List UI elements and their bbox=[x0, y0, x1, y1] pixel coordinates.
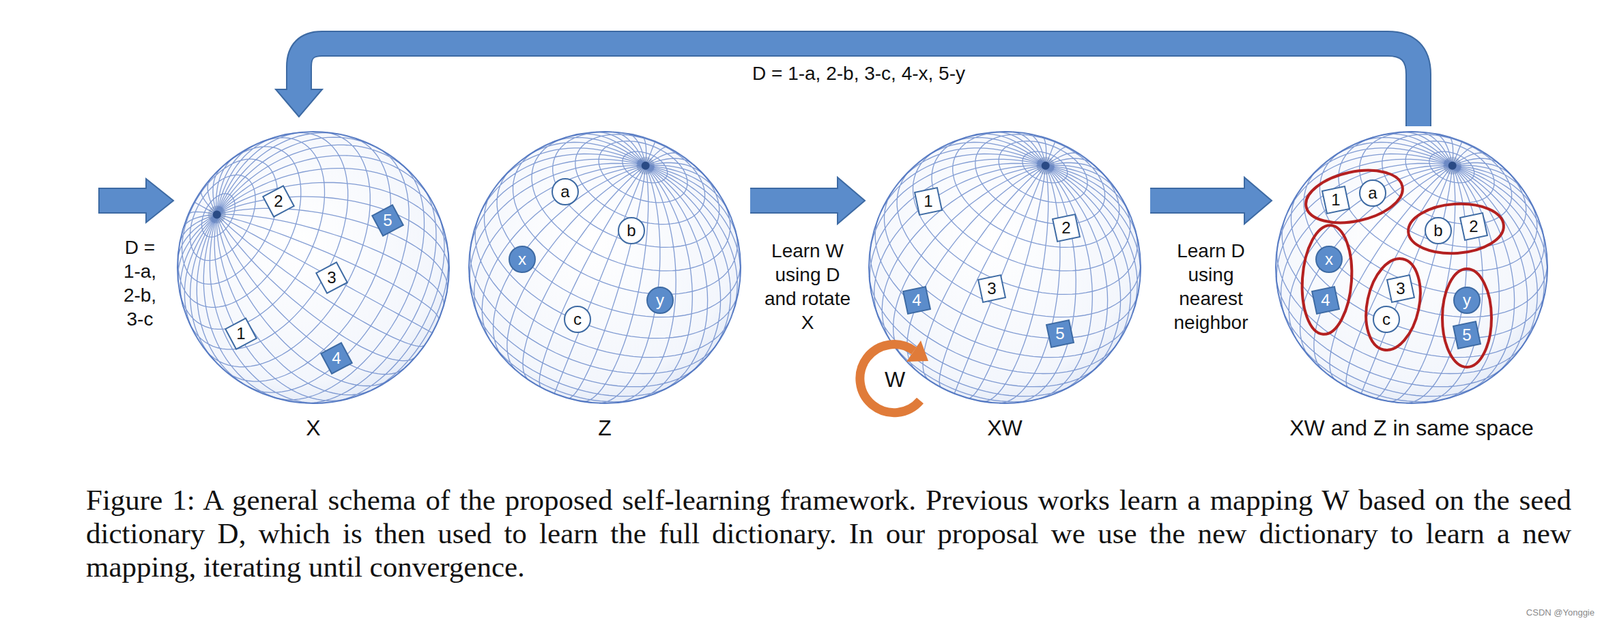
word-circle: c bbox=[1372, 305, 1400, 334]
globe bbox=[868, 131, 1141, 404]
edge-label-wrap: Learn W using D and rotate X bbox=[763, 238, 852, 335]
globe bbox=[1275, 131, 1548, 404]
marker-text: 4 bbox=[911, 290, 921, 310]
word-square: 2 bbox=[1460, 212, 1488, 241]
block-arrow bbox=[98, 178, 174, 223]
edge-label-wrap: Learn D using nearest neighbor bbox=[1167, 238, 1255, 335]
edge-label: D = 1-a, 2-b, 3-c, 4-x, 5-y bbox=[752, 62, 966, 84]
sphere-label: Z bbox=[597, 415, 612, 441]
mapping-symbol: W bbox=[884, 367, 906, 392]
marker-text: a bbox=[1367, 183, 1377, 203]
word-square: 3 bbox=[978, 275, 1006, 303]
marker-text: 1 bbox=[923, 191, 933, 211]
word-circle: y bbox=[646, 286, 674, 314]
word-circle: b bbox=[617, 217, 646, 245]
marker-text: 1 bbox=[1331, 190, 1340, 210]
marker-text: y bbox=[1462, 290, 1471, 310]
word-square: 1 bbox=[1322, 186, 1350, 214]
block-arrow bbox=[750, 177, 865, 224]
marker-text: 2 bbox=[273, 191, 283, 211]
word-circle: x bbox=[508, 245, 536, 274]
marker-text: 3 bbox=[326, 268, 336, 288]
sphere-node: Za b c x y bbox=[468, 131, 741, 448]
marker-text: a bbox=[560, 182, 570, 202]
marker-text: b bbox=[1433, 221, 1443, 241]
marker-text: 1 bbox=[236, 324, 246, 344]
marker-text: 5 bbox=[1462, 325, 1471, 345]
sphere-label: XW bbox=[987, 415, 1023, 441]
word-square: 1 bbox=[914, 187, 942, 216]
sphere-label: XW and Z in same space bbox=[1289, 415, 1534, 441]
word-square: 5 bbox=[1453, 321, 1481, 349]
marker-text: x bbox=[1324, 249, 1334, 269]
word-square: 4 bbox=[322, 344, 351, 373]
marker-text: b bbox=[626, 221, 636, 241]
sphere-label-wrap: XW and Z in same space bbox=[1248, 415, 1575, 441]
marker-text: c bbox=[573, 309, 582, 330]
caption: Figure 1: A general schema of the propos… bbox=[86, 483, 1572, 584]
marker-text: 4 bbox=[331, 348, 341, 368]
word-square: 2 bbox=[1052, 214, 1080, 242]
mapping-symbol-wrap: W bbox=[879, 365, 910, 394]
sphere-node: XW 1 2 3 4 5 bbox=[868, 131, 1141, 448]
edge-label: Learn D using nearest neighbor bbox=[1174, 240, 1249, 334]
word-square: 4 bbox=[903, 286, 931, 314]
marker-text: x bbox=[518, 249, 527, 269]
block-arrow bbox=[275, 43, 1419, 127]
edge-label: Learn W using D and rotate X bbox=[764, 240, 851, 334]
sphere-label-wrap: Z bbox=[441, 415, 768, 441]
word-square: 1 bbox=[227, 320, 255, 348]
marker-text: 2 bbox=[1468, 217, 1478, 237]
word-square: 5 bbox=[374, 206, 402, 235]
marker-text: 4 bbox=[1320, 290, 1330, 310]
word-circle: b bbox=[1424, 217, 1452, 245]
block-arrow bbox=[1150, 177, 1272, 224]
edge-label-wrap: D = 1-a, 2-b, 3-c, 4-x, 5-y bbox=[752, 61, 966, 86]
globe bbox=[468, 131, 741, 404]
sphere-node: X 1 2 3 4 5 bbox=[177, 131, 450, 448]
caption-text: Figure 1: A general schema of the propos… bbox=[86, 483, 1572, 584]
word-square: 4 bbox=[1311, 286, 1340, 314]
globe bbox=[177, 131, 450, 404]
marker-text: 5 bbox=[1055, 324, 1065, 344]
word-square: 2 bbox=[264, 187, 293, 216]
word-circle: c bbox=[563, 305, 592, 334]
sphere-node: XW and Z in same space 1 a 2 b x 4 3c y 5 bbox=[1275, 131, 1548, 448]
word-circle: a bbox=[551, 178, 579, 206]
seed-dictionary-wrap: D = 1-a, 2-b, 3-c bbox=[115, 235, 165, 332]
word-square: 5 bbox=[1046, 320, 1074, 348]
watermark-text: CSDN @Yonggie bbox=[1526, 607, 1595, 618]
marker-text: 3 bbox=[987, 279, 996, 299]
word-square: 3 bbox=[318, 264, 346, 292]
word-circle: x bbox=[1315, 245, 1343, 274]
marker-text: 5 bbox=[382, 210, 392, 231]
sphere-label-wrap: XW bbox=[841, 415, 1168, 441]
word-circle: a bbox=[1359, 179, 1387, 207]
seed-dictionary: D = 1-a, 2-b, 3-c bbox=[123, 236, 157, 330]
marker-text: 2 bbox=[1061, 218, 1071, 238]
watermark: CSDN @Yonggie bbox=[1526, 607, 1595, 618]
sphere-label: X bbox=[305, 415, 321, 441]
word-circle: y bbox=[1453, 286, 1481, 314]
rotation-arc bbox=[860, 344, 921, 413]
rotation-head bbox=[906, 340, 929, 362]
marker-text: 3 bbox=[1395, 279, 1405, 299]
marker-text: c bbox=[1382, 309, 1391, 330]
word-square: 3 bbox=[1387, 275, 1415, 303]
marker-text: y bbox=[655, 290, 665, 310]
sphere-label-wrap: X bbox=[150, 415, 477, 441]
